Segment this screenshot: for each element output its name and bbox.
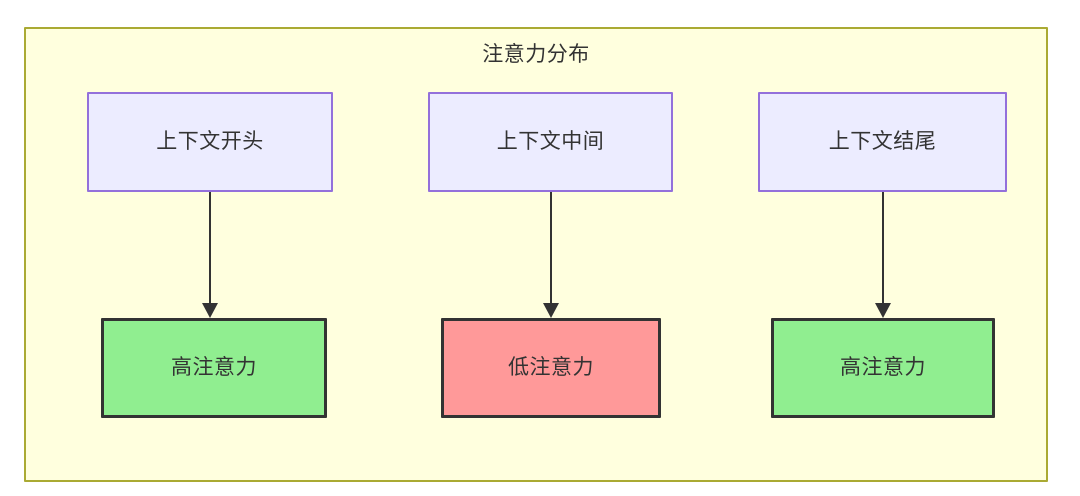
node-label: 高注意力 — [171, 356, 257, 379]
subgraph-title: 注意力分布 — [482, 43, 590, 66]
node-high-attention-end[interactable]: 高注意力 — [771, 318, 995, 418]
node-context-start[interactable]: 上下文开头 — [87, 92, 333, 192]
node-label: 上下文中间 — [496, 130, 605, 153]
node-low-attention-middle[interactable]: 低注意力 — [441, 318, 661, 418]
node-label: 低注意力 — [508, 356, 594, 379]
node-label: 上下文开头 — [156, 130, 264, 153]
node-context-end[interactable]: 上下文结尾 — [758, 92, 1007, 192]
node-label: 上下文结尾 — [828, 130, 937, 153]
node-label: 高注意力 — [840, 356, 926, 379]
node-context-middle[interactable]: 上下文中间 — [428, 92, 673, 192]
node-high-attention-start[interactable]: 高注意力 — [101, 318, 327, 418]
